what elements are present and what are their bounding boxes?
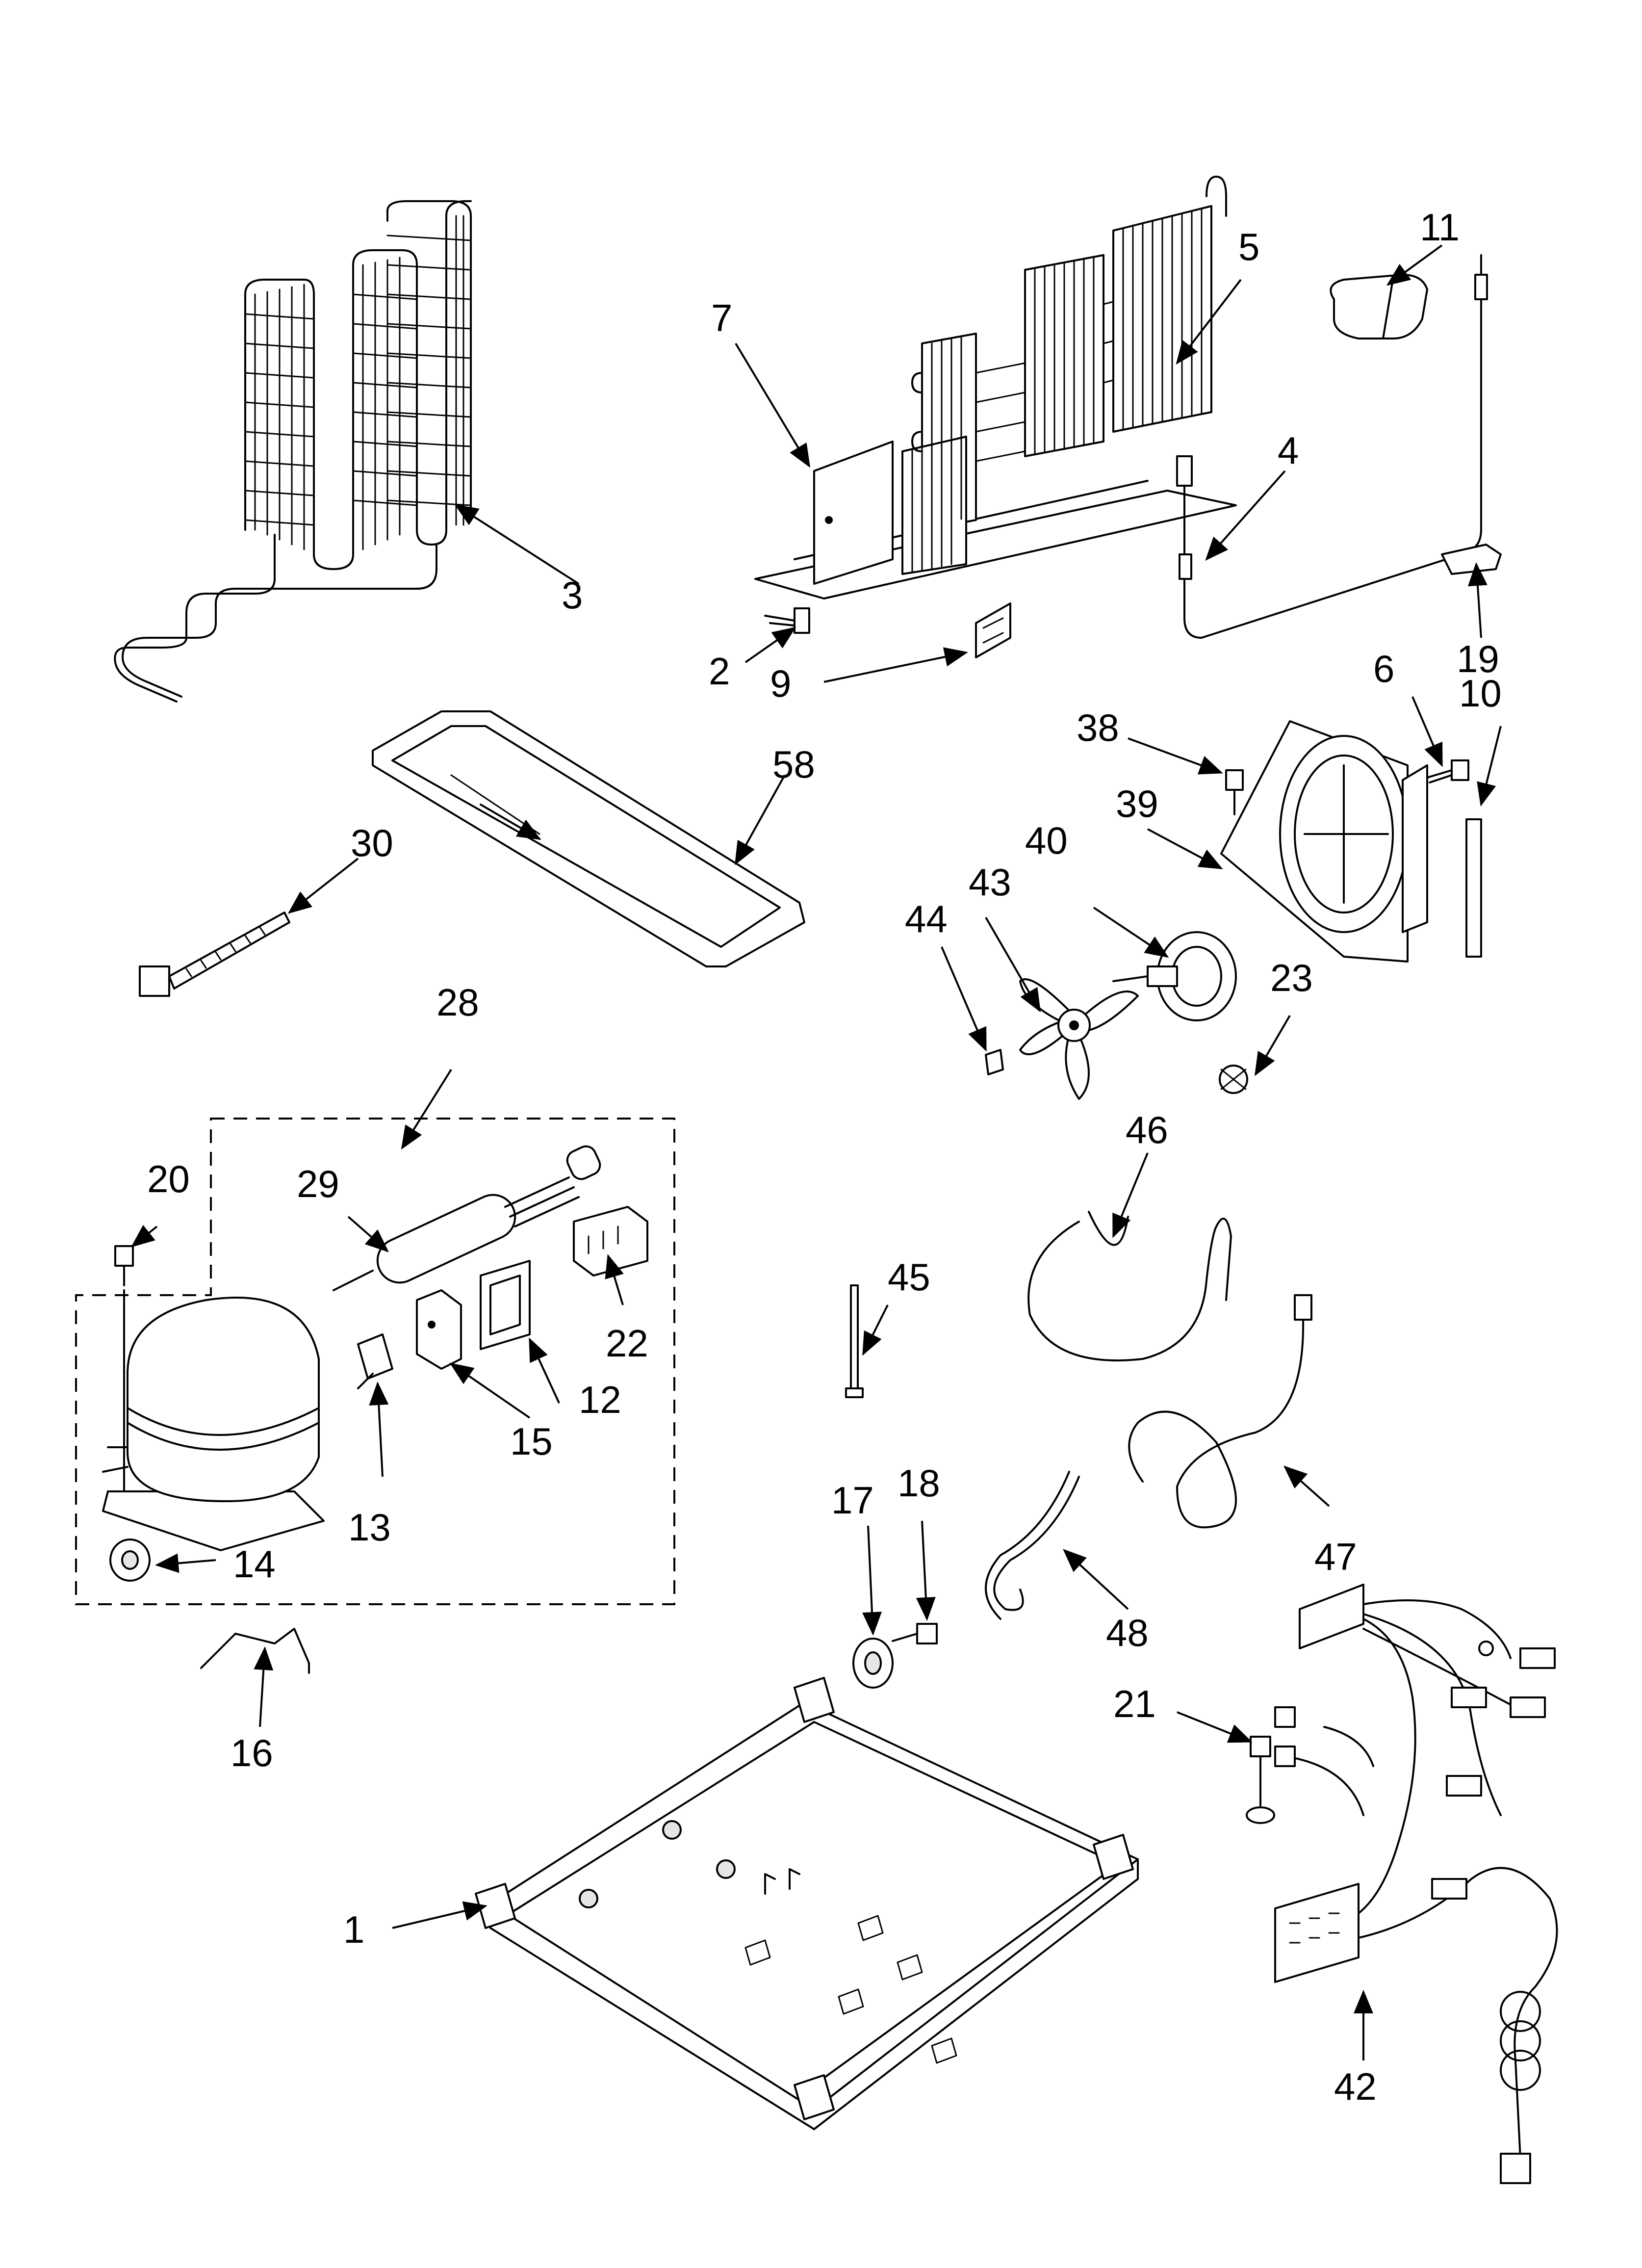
callout-13: 13 [348, 1506, 391, 1549]
callout-labels: 3 5 7 11 4 19 2 9 58 30 38 39 6 10 40 43… [147, 206, 1502, 2108]
callout-29: 29 [297, 1162, 339, 1205]
part-cable-tie [139, 912, 290, 997]
part-wiring-harness [1274, 1584, 1558, 2184]
part-screw-38 [1225, 769, 1244, 815]
callout-47: 47 [1314, 1535, 1357, 1578]
part-wire-47 [1128, 1294, 1312, 1529]
part-drier [333, 1145, 601, 1291]
part-screw-21 [1246, 1736, 1275, 1824]
part-spacer-17 [852, 1638, 894, 1689]
callout-5: 5 [1238, 225, 1259, 268]
callout-10: 10 [1459, 672, 1502, 715]
callout-6: 6 [1373, 647, 1394, 690]
callout-38: 38 [1077, 706, 1119, 749]
part-connector-22 [573, 1206, 648, 1277]
callout-43: 43 [969, 860, 1011, 904]
callout-58: 58 [772, 743, 815, 786]
callout-14: 14 [233, 1542, 276, 1586]
callout-46: 46 [1126, 1108, 1168, 1151]
part-tube-46 [1027, 1211, 1232, 1362]
part-evaporator [754, 176, 1237, 600]
callout-4: 4 [1278, 429, 1299, 472]
part-clip-44 [985, 1049, 1004, 1075]
callout-23: 23 [1270, 956, 1313, 999]
callout-44: 44 [905, 897, 948, 940]
callout-22: 22 [606, 1322, 648, 1365]
part-fan-motor [1112, 931, 1237, 1021]
callout-28: 28 [436, 981, 479, 1024]
callout-3: 3 [562, 574, 583, 617]
callout-18: 18 [898, 1461, 940, 1505]
part-drain-pan [372, 710, 805, 967]
part-grommet-14 [109, 1538, 151, 1582]
part-clip-19 [1441, 544, 1502, 575]
part-clip-9 [975, 602, 1011, 658]
part-strip-10 [1465, 818, 1482, 958]
part-overload [416, 1289, 462, 1370]
callout-45: 45 [888, 1255, 930, 1299]
callout-21: 21 [1113, 1682, 1156, 1725]
callout-16: 16 [231, 1731, 273, 1774]
callout-7: 7 [711, 296, 732, 339]
part-condenser [114, 200, 472, 703]
callout-48: 48 [1106, 1611, 1149, 1654]
callout-30: 30 [351, 821, 393, 864]
callout-1: 1 [343, 1908, 364, 1951]
part-cap-11 [1330, 274, 1428, 339]
leader-lines [130, 244, 1502, 2060]
callout-12: 12 [579, 1378, 621, 1421]
part-screw-18 [892, 1623, 938, 1644]
part-clip-16 [200, 1628, 310, 1674]
part-pin-45 [845, 1284, 864, 1398]
part-base-plate [475, 1677, 1139, 2130]
callout-9: 9 [770, 662, 791, 705]
callout-42: 42 [1334, 2065, 1377, 2108]
callout-15: 15 [510, 1420, 553, 1463]
callout-2: 2 [709, 650, 730, 693]
part-screw-20 [114, 1245, 134, 1507]
callout-11: 11 [1420, 206, 1460, 249]
part-screw-6 [1426, 759, 1469, 783]
callout-39: 39 [1116, 782, 1158, 825]
part-compressor [102, 1297, 325, 1551]
callout-40: 40 [1025, 819, 1068, 862]
part-terminal-13 [357, 1333, 393, 1389]
part-grommet-23 [1219, 1065, 1248, 1094]
part-tube-48 [985, 1471, 1080, 1620]
part-relay [480, 1260, 531, 1350]
part-bracket-plate [813, 441, 894, 585]
callout-17: 17 [831, 1479, 874, 1522]
kit-outline-28 [75, 1118, 675, 1605]
callout-20: 20 [147, 1157, 190, 1200]
part-fan-blade [1019, 978, 1139, 1100]
part-screw-2 [764, 607, 810, 634]
part-thermistor-wire [1176, 254, 1488, 639]
callout-19: 19 [1457, 637, 1499, 680]
part-fan-shroud [1220, 720, 1428, 963]
